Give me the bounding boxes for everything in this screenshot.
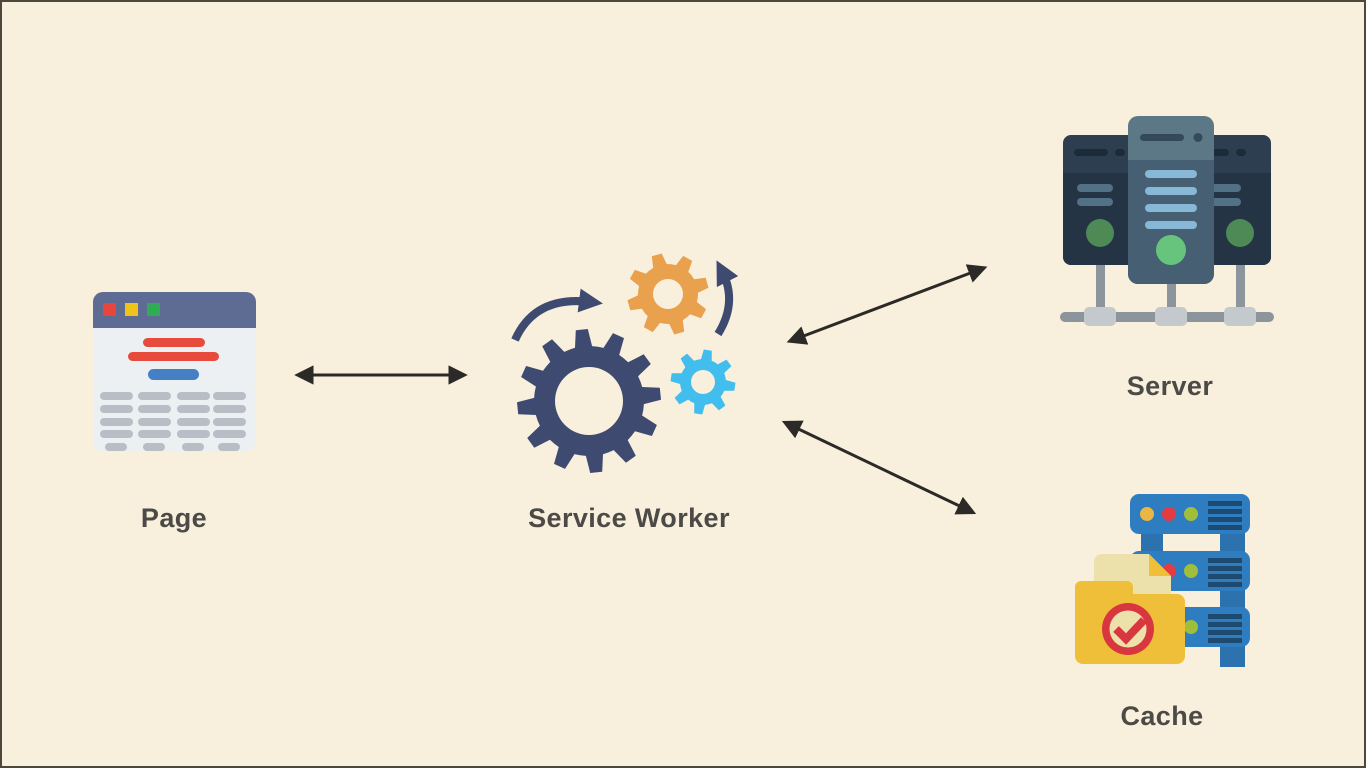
gear-large: [517, 329, 661, 473]
check-mark: [1113, 617, 1147, 645]
cache-folder-icon: [1075, 494, 1250, 667]
server-rack-icon: [1060, 116, 1274, 326]
gear-blue: [670, 349, 736, 415]
browser-window-icon: [93, 292, 256, 452]
arrow-service-worker-cache: [781, 420, 977, 515]
arrow-service-worker-server: [786, 264, 988, 345]
page-label: Page: [140, 503, 208, 533]
document-fold: [1149, 554, 1171, 576]
curved-arrow-right: [714, 260, 739, 337]
curved-arrow-left: [511, 288, 603, 342]
service-worker-label: Service Worker: [528, 503, 730, 533]
gear-orange: [627, 253, 709, 335]
cache-label: Cache: [1120, 701, 1204, 731]
server-label: Server: [1126, 371, 1214, 401]
gears-icon: [511, 253, 739, 473]
